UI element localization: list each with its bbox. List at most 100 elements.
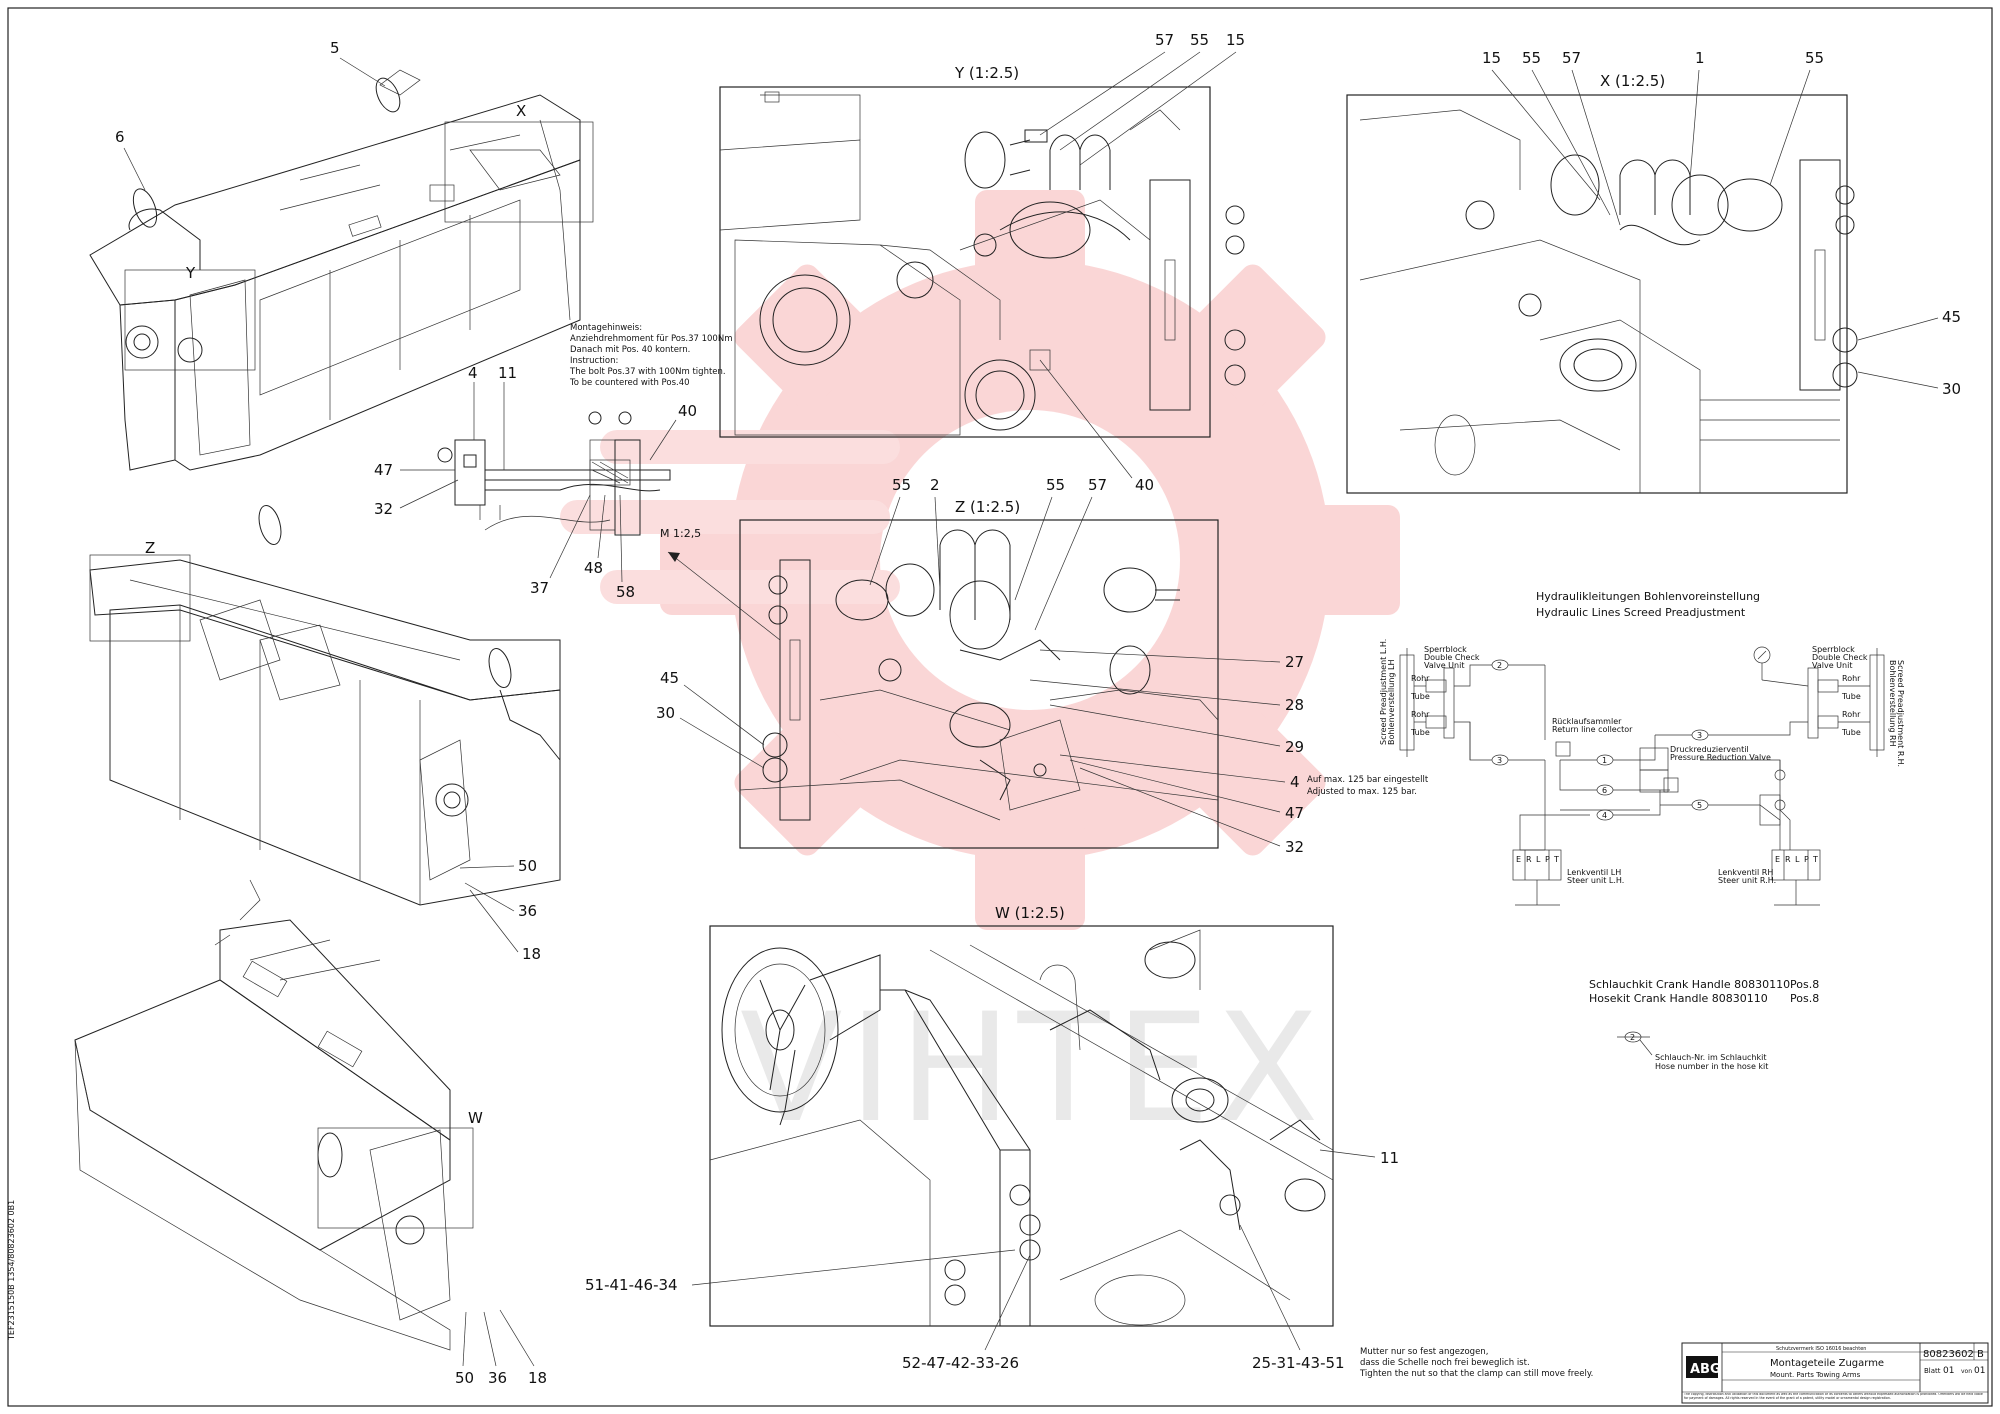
callout-m-40: 40 xyxy=(678,402,697,420)
return-en: Return line collector xyxy=(1552,725,1633,734)
cyl-left-de: Bohlenverstellung LH xyxy=(1387,659,1396,745)
hose-no-6: 6 xyxy=(1602,786,1607,795)
tb-title-de: Montageteile Zugarme xyxy=(1770,1358,1884,1369)
svg-text:Montagehinweis:: Montagehinweis: xyxy=(570,323,642,333)
callout-z-29: 29 xyxy=(1285,738,1304,756)
callout-z-4: 4 xyxy=(1290,773,1300,791)
callout-z-57: 57 xyxy=(1088,476,1107,494)
port-l-e: E xyxy=(1516,855,1521,864)
callout-y-57: 57 xyxy=(1155,31,1174,49)
callout-36b: 36 xyxy=(488,1369,507,1387)
hose-no-4: 4 xyxy=(1602,811,1607,820)
rohr-r1: Rohr xyxy=(1842,674,1861,683)
schematic-title-de: Hydraulikleitungen Bohlenvoreinstellung xyxy=(1536,590,1760,603)
view-z-frame xyxy=(739,519,1219,849)
hose-no-1: 1 xyxy=(1602,756,1607,765)
callout-50: 50 xyxy=(518,857,537,875)
callout-z-32: 32 xyxy=(1285,838,1304,856)
tube-l1: Tube xyxy=(1410,692,1430,701)
port-l-p: P xyxy=(1545,855,1550,864)
valve-left-3: Valve Unit xyxy=(1424,661,1464,670)
sheet-code: TEF2315150B 1354/80823602 0B1 xyxy=(7,1200,16,1341)
port-r-r: R xyxy=(1785,855,1791,864)
svg-text:Schlauch-Nr. im Schlauchkit: Schlauch-Nr. im Schlauchkit xyxy=(1655,1053,1766,1062)
callout-18b: 18 xyxy=(528,1369,547,1387)
port-r-p: P xyxy=(1804,855,1809,864)
callout-w-11: 11 xyxy=(1380,1149,1399,1167)
callout-m-4: 4 xyxy=(468,364,478,382)
gear-watermark xyxy=(560,190,1400,930)
port-l-r: R xyxy=(1526,855,1532,864)
callout-x-1: 1 xyxy=(1695,49,1705,67)
hosekit-list: Schlauchkit Crank Handle 80830110 Pos.8 … xyxy=(1589,978,1819,1005)
tb-sheet: 01 xyxy=(1943,1366,1954,1376)
reduction-en: Pressure Reduction Valve xyxy=(1670,753,1771,762)
sheet-border xyxy=(7,7,1993,1407)
rohr-l2: Rohr xyxy=(1411,710,1430,719)
svg-text:The bolt Pos.37 with 100Nm tig: The bolt Pos.37 with 100Nm tighten. xyxy=(569,367,726,377)
svg-text:Instruction:: Instruction: xyxy=(570,356,618,366)
view-marker-y: Y xyxy=(185,264,196,282)
hose-no-3b: 3 xyxy=(1697,731,1702,740)
callout-36: 36 xyxy=(518,902,537,920)
view-label-z: Z (1:2.5) xyxy=(955,498,1020,516)
cyl-left-en: Screed Preadjustment L.H. xyxy=(1379,639,1388,745)
steer-right-en: Steer unit R.H. xyxy=(1718,876,1776,885)
callout-m-47: 47 xyxy=(374,461,393,479)
tb-sheet-label: Blatt xyxy=(1924,1367,1941,1375)
tube-r1: Tube xyxy=(1841,692,1861,701)
schematic-title-en: Hydraulic Lines Screed Preadjustment xyxy=(1536,606,1746,619)
view-marker-z: Z xyxy=(145,539,155,557)
svg-text:Danach mit Pos. 40 kontern.: Danach mit Pos. 40 kontern. xyxy=(570,345,690,355)
valve-right-2: Double Check xyxy=(1812,653,1868,662)
steer-left-de: Lenkventil LH xyxy=(1567,868,1621,877)
callout-w-25-31-43-51: 25-31-43-51 xyxy=(1252,1354,1345,1372)
tb-drawing-no: 80823602 xyxy=(1923,1349,1974,1360)
hosekit-line-2: Hosekit Crank Handle 80830110 xyxy=(1589,992,1768,1005)
tb-disclaimer: The copying, distribution and utilizatio… xyxy=(1684,1393,1983,1400)
rohr-l1: Rohr xyxy=(1411,674,1430,683)
hose-balloons xyxy=(1491,659,1709,821)
hosekit-line-1: Schlauchkit Crank Handle 80830110 xyxy=(1589,978,1790,991)
callout-z-47: 47 xyxy=(1285,804,1304,822)
tb-of-label: von xyxy=(1961,1368,1972,1375)
callout-5: 5 xyxy=(330,39,340,57)
callout-18: 18 xyxy=(522,945,541,963)
tb-revision: B xyxy=(1977,1349,1984,1360)
view-marker-x: X xyxy=(516,102,526,120)
port-l-l: L xyxy=(1536,855,1541,864)
rohr-r2: Rohr xyxy=(1842,710,1861,719)
hose-no-2: 2 xyxy=(1497,661,1502,670)
port-l-t: T xyxy=(1553,855,1559,864)
hosekit-pos-2: Pos.8 xyxy=(1790,992,1819,1005)
callout-m-48: 48 xyxy=(584,559,603,577)
port-r-l: L xyxy=(1795,855,1800,864)
callout-x-45: 45 xyxy=(1942,308,1961,326)
callout-m-58: 58 xyxy=(616,583,635,601)
svg-text:To be countered with Pos.40: To be countered with Pos.40 xyxy=(569,378,690,388)
view-marker-w: W xyxy=(468,1109,483,1127)
svg-text:Tighten the nut so that the cl: Tighten the nut so that the clamp can st… xyxy=(1359,1369,1593,1379)
view-w-frame xyxy=(709,925,1334,1327)
view-y-art xyxy=(719,91,1246,436)
callout-x-55b: 55 xyxy=(1805,49,1824,67)
nut-note: Mutter nur so fest angezogen, dass die S… xyxy=(1359,1347,1593,1379)
hose-legend: 2 Schlauch-Nr. im Schlauchkit Hose numbe… xyxy=(1617,1031,1768,1071)
view-x-frame xyxy=(1346,94,1848,494)
callout-w-51-41-46-34: 51-41-46-34 xyxy=(585,1276,678,1294)
hydraulic-schematic: Hydraulikleitungen Bohlenvoreinstellung … xyxy=(1379,590,1905,906)
cyl-right-en: Screed Preadjustment R.H. xyxy=(1896,660,1905,767)
callout-x-15: 15 xyxy=(1482,49,1501,67)
svg-text:Adjusted to max. 125 bar.: Adjusted to max. 125 bar. xyxy=(1307,787,1417,797)
view-label-m: M 1:2,5 xyxy=(660,527,701,540)
callout-z-45: 45 xyxy=(660,669,679,687)
svg-text:Anziehdrehmoment für Pos.37 10: Anziehdrehmoment für Pos.37 100Nm xyxy=(570,334,732,344)
tube-l2: Tube xyxy=(1410,728,1430,737)
svg-text:Auf max. 125 bar eingestellt: Auf max. 125 bar eingestellt xyxy=(1307,775,1429,785)
valve-left-1: Sperrblock xyxy=(1424,645,1467,654)
steer-right-de: Lenkventil RH xyxy=(1718,868,1773,877)
svg-text:Hose number in the hose kit: Hose number in the hose kit xyxy=(1655,1062,1768,1071)
callout-y-55: 55 xyxy=(1190,31,1209,49)
valve-right-1: Sperrblock xyxy=(1812,645,1855,654)
